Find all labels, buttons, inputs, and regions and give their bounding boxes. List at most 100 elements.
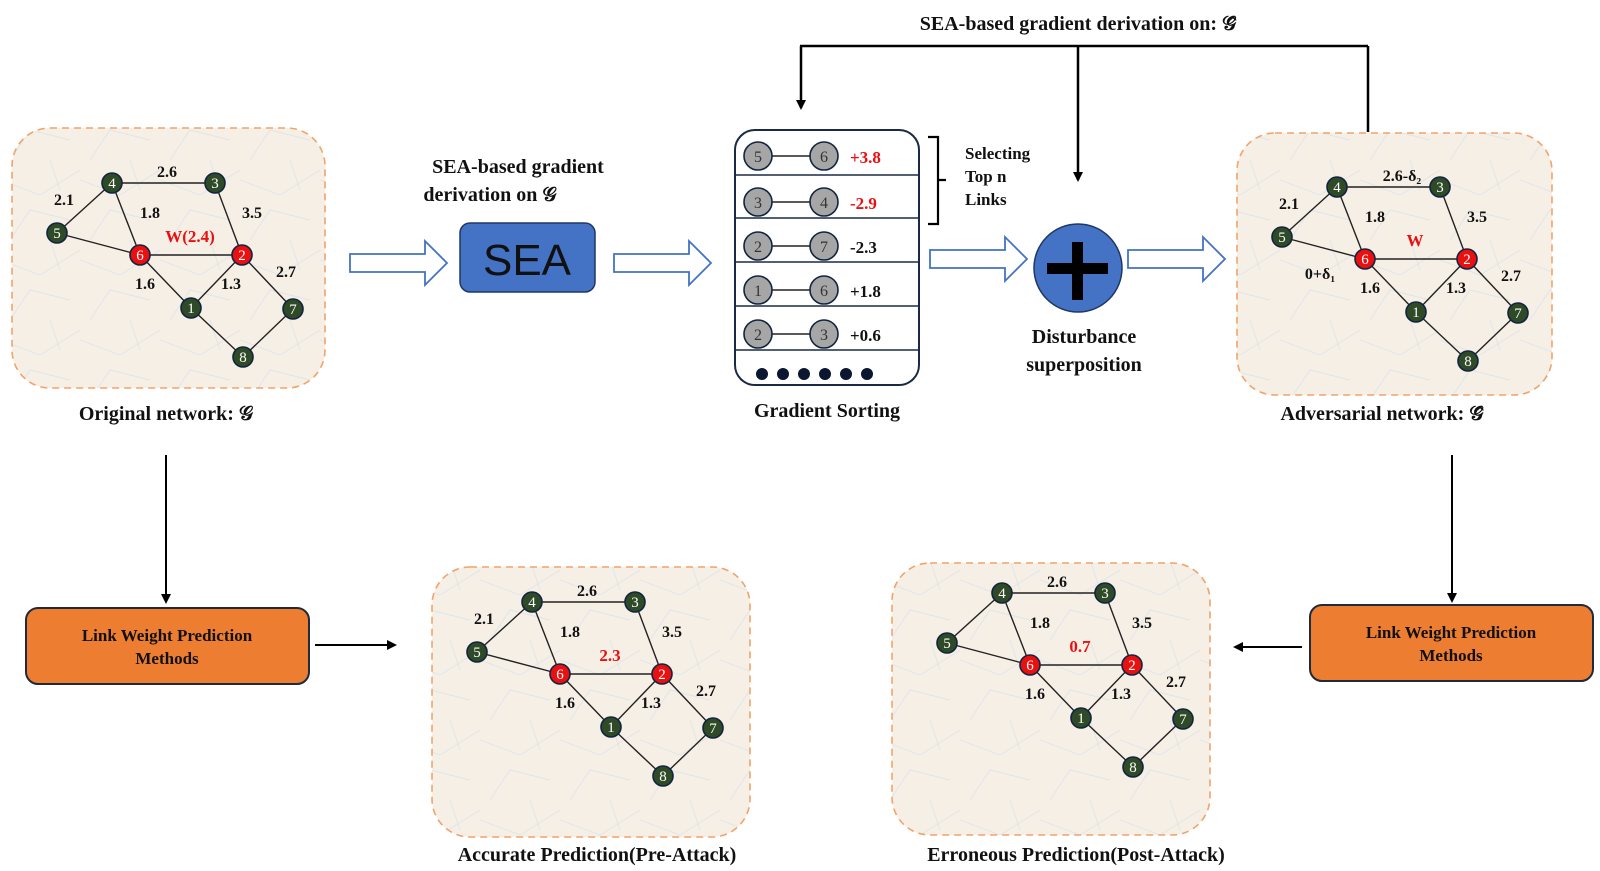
feedback-label: SEA-based gradient derivation on: 𝒢̂ (920, 13, 1237, 35)
svg-text:2: 2 (754, 239, 762, 256)
edge-label-4-3: 2.6-δ₂ (1383, 168, 1422, 185)
node-3: 3 (624, 591, 646, 613)
edge-label-2-7: 2.7 (1166, 674, 1186, 691)
methods-right-line2: Methods (1419, 646, 1483, 665)
methods-left-line1: Link Weight Prediction (82, 626, 253, 645)
edge-3-2 (1439, 186, 1468, 260)
node-7: 7 (702, 717, 724, 739)
panel-caption: Adversarial network: 𝒢̂ (1280, 403, 1484, 425)
node-8: 8 (1122, 756, 1144, 778)
edge-label-6-1: 1.6 (1025, 686, 1045, 703)
edge-label-5-4: 2.1 (1279, 196, 1299, 213)
panel-caption: Accurate Prediction(Pre-Attack) (458, 844, 737, 866)
plus-icon (1047, 242, 1108, 300)
svg-text:3: 3 (754, 195, 762, 212)
edge-4-6 (1336, 186, 1366, 260)
target-link-label: 2.3 (599, 646, 620, 665)
edge-label-4-6: 1.8 (560, 624, 580, 641)
gradient-sorting-title: Gradient Sorting (754, 400, 900, 422)
disturbance-label-1: Disturbance (1032, 326, 1137, 348)
svg-text:5: 5 (943, 636, 951, 652)
svg-text:2: 2 (658, 667, 666, 683)
edge-2-7 (1131, 664, 1184, 720)
hollow-arrow-to-disturbance (929, 234, 1029, 284)
svg-text:7: 7 (709, 721, 717, 737)
node-6: 6 (1354, 248, 1376, 270)
svg-text:4: 4 (1333, 180, 1341, 196)
edge-label-1-2: 1.3 (1446, 280, 1466, 297)
node-4: 4 (101, 172, 123, 194)
gradient-value: +1.8 (850, 282, 881, 301)
svg-text:7: 7 (820, 239, 828, 256)
edge-6-1 (139, 254, 192, 309)
svg-text:7: 7 (1179, 712, 1187, 728)
gradient-value: -2.3 (850, 238, 877, 257)
node-2: 2 (651, 663, 673, 685)
node-2: 2 (231, 244, 253, 266)
svg-text:3: 3 (820, 327, 828, 344)
feedback-loop-lines (796, 44, 1370, 182)
hollow-arrow-to-adversarial (1127, 234, 1227, 284)
node-3: 3 (1429, 176, 1451, 198)
edge-label-4-3: 2.6 (157, 164, 177, 181)
edge-4-6 (531, 601, 561, 675)
edge-6-1 (1029, 664, 1082, 719)
target-link-label: W(2.4) (165, 227, 215, 246)
edge-8-7 (1132, 718, 1184, 768)
ellipsis-dot (777, 368, 789, 380)
edge-label-6-1: 1.6 (1360, 280, 1380, 297)
edge-1-8 (1080, 717, 1134, 768)
bracket-label-2: Top n (965, 167, 1007, 186)
edge-5-4 (476, 601, 533, 653)
edge-5-6 (1281, 236, 1366, 260)
edge-label-6-1: 1.6 (135, 276, 155, 293)
node-6: 6 (549, 663, 571, 685)
svg-text:2: 2 (1463, 252, 1471, 268)
node-7: 7 (282, 298, 304, 320)
svg-text:5: 5 (754, 149, 762, 166)
gradient-node-b (809, 319, 839, 349)
node-6: 6 (129, 244, 151, 266)
sea-box-label: SEA (483, 236, 572, 285)
hollow-arrow-to-sorting (613, 238, 713, 288)
gradient-row: 2 7 -2.3 (743, 231, 877, 261)
edge-6-1 (559, 673, 612, 728)
ellipsis-dot (756, 368, 768, 380)
edge-label-1-2: 1.3 (221, 276, 241, 293)
panel-caption: Erroneous Prediction(Post-Attack) (927, 844, 1225, 866)
edge-5-4 (1281, 186, 1338, 238)
node-1: 1 (180, 297, 202, 319)
svg-text:7: 7 (289, 302, 297, 318)
node-1: 1 (1070, 707, 1092, 729)
methods-left-line2: Methods (135, 649, 199, 668)
edge-5-6 (56, 232, 141, 256)
gradient-node-b (809, 275, 839, 305)
node-8: 8 (652, 765, 674, 787)
svg-text:6: 6 (1026, 658, 1034, 674)
edge-4-6 (111, 182, 141, 256)
svg-text:3: 3 (211, 176, 219, 192)
edge-2-7 (661, 673, 714, 729)
svg-text:4: 4 (998, 586, 1006, 602)
node-6: 6 (1019, 654, 1041, 676)
svg-text:7: 7 (1514, 306, 1522, 322)
gradient-value: +0.6 (850, 326, 881, 345)
hollow-arrow-to-sea (349, 238, 449, 288)
edge-label-2-7: 2.7 (696, 683, 716, 700)
svg-text:1: 1 (1077, 711, 1085, 727)
edge-1-2 (610, 673, 663, 728)
top-n-bracket (928, 135, 946, 226)
svg-text:8: 8 (1129, 760, 1137, 776)
node-5: 5 (466, 641, 488, 663)
methods-right-line1: Link Weight Prediction (1366, 623, 1537, 642)
node-3: 3 (204, 172, 226, 194)
panel-caption: Original network: 𝒢 (79, 403, 254, 425)
edge-5-6 (476, 651, 561, 675)
svg-text:3: 3 (631, 595, 639, 611)
svg-text:2: 2 (1128, 658, 1136, 674)
edge-1-2 (1080, 664, 1133, 719)
